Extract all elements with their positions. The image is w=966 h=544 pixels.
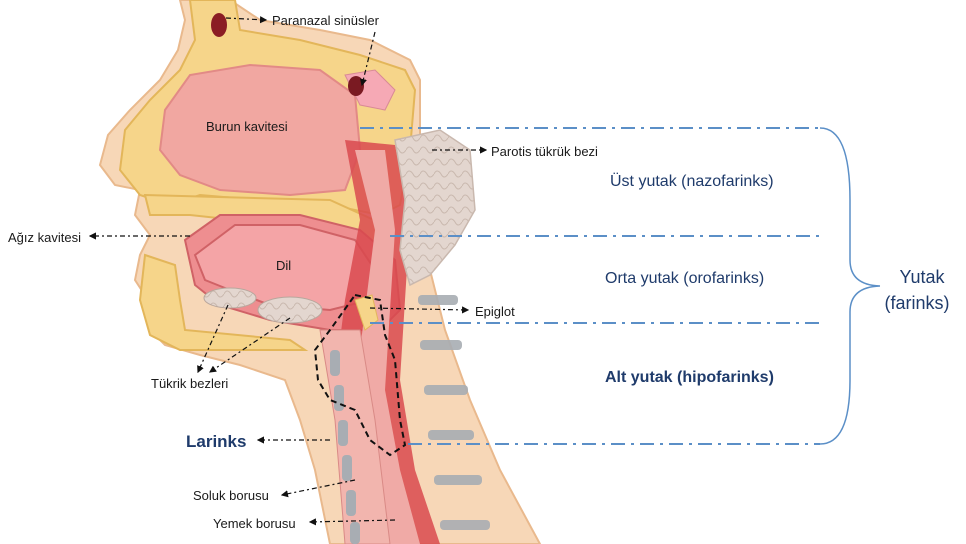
- leader-sinus-2: [359, 31, 376, 87]
- parotid-gland: [394, 129, 476, 287]
- yutak-brace: [819, 127, 881, 445]
- label-yemek: Yemek borusu: [213, 516, 296, 531]
- label-agiz: Ağız kavitesi: [8, 230, 81, 245]
- leader-epiglot: [369, 306, 470, 314]
- leader-yemek: [308, 518, 396, 526]
- leader-tukrik-2: [209, 317, 291, 373]
- vertebrae: [418, 295, 490, 530]
- submandibular-gland: [257, 296, 323, 324]
- region-yutak-line1: Yutak: [899, 267, 945, 287]
- region-alt: Alt yutak (hipofarinks): [605, 369, 774, 386]
- label-soluk: Soluk borusu: [193, 488, 269, 503]
- label-burun: Burun kavitesi: [206, 119, 288, 134]
- label-paranazal: Paranazal sinüsler: [272, 13, 379, 28]
- region-orta: Orta yutak (orofarinks): [605, 270, 765, 287]
- leader-tukrik-1: [197, 304, 229, 374]
- label-epiglot: Epiglot: [475, 304, 515, 319]
- region-ust: Üst yutak (nazofarinks): [610, 173, 774, 190]
- region-yutak-line2: (farinks): [884, 293, 950, 313]
- sublingual-gland: [203, 287, 257, 309]
- label-larinks: Larinks: [186, 432, 247, 451]
- frontal-sinus: [211, 13, 227, 37]
- label-parotis: Parotis tükrük bezi: [491, 144, 598, 159]
- trachea: [319, 329, 391, 544]
- mandible: [138, 253, 309, 351]
- label-dil: Dil: [276, 258, 292, 273]
- label-tukrik: Tükrik bezleri: [151, 376, 229, 391]
- larynx-outline: [313, 293, 407, 457]
